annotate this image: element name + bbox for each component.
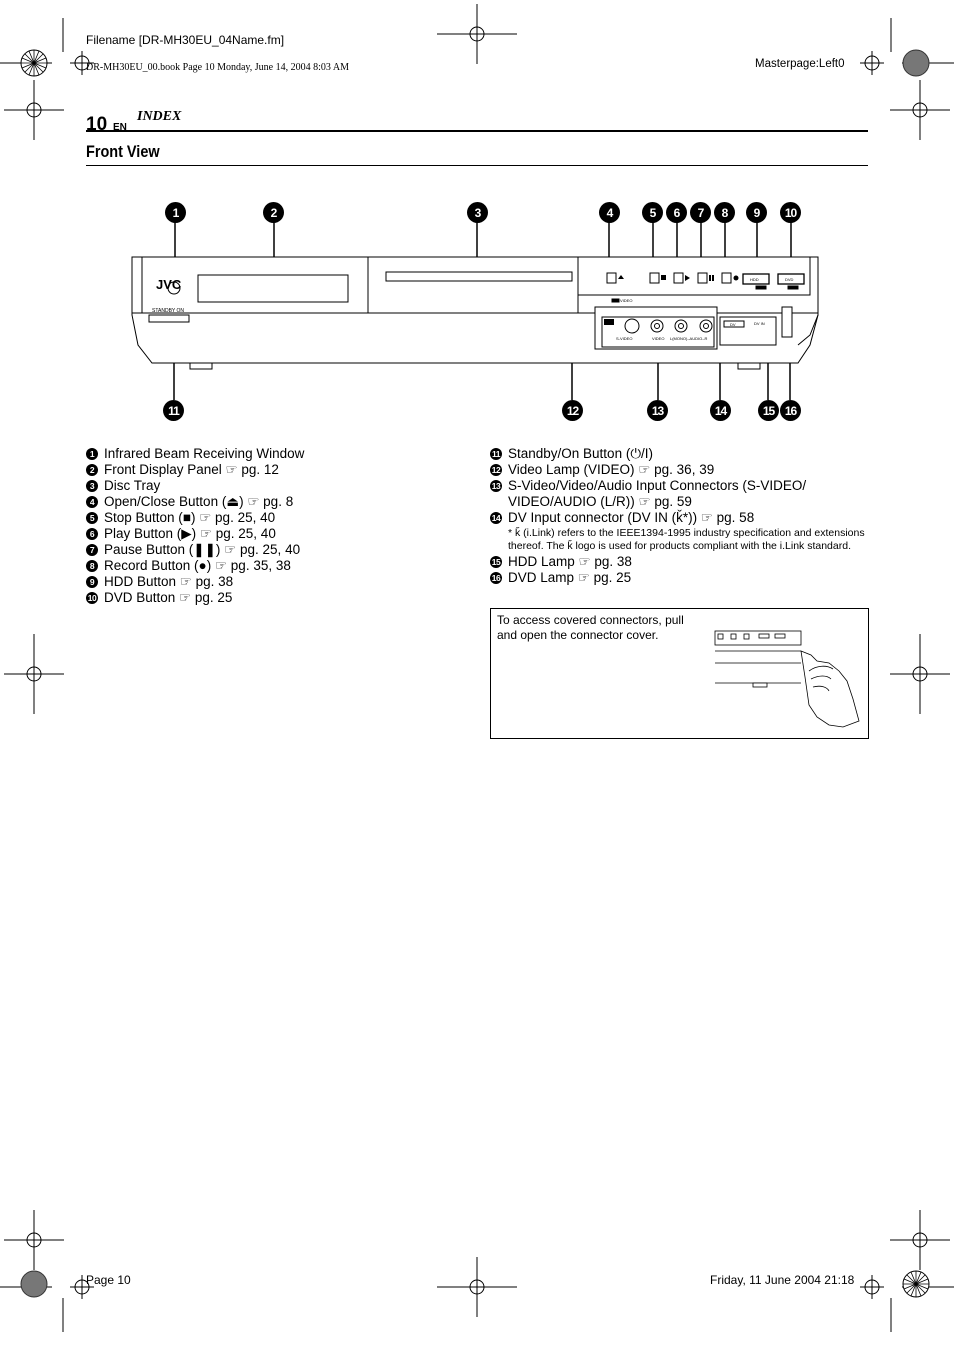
callout-12: 12	[562, 400, 583, 421]
connector-cover-text: To access covered connectors, pull and o…	[497, 613, 684, 642]
callout-14: 14	[710, 400, 731, 421]
ilink-note: * ǩ (i.Link) refers to the IEEE1394-1995…	[508, 527, 865, 552]
index-label: INDEX	[137, 109, 182, 124]
callout-4: 4	[599, 202, 620, 223]
callout-16: 16	[780, 400, 801, 421]
hand-opening-cover-illustration	[714, 630, 860, 728]
callout-15: 15	[758, 400, 779, 421]
svg-text:S-VIDEO: S-VIDEO	[616, 336, 632, 341]
filename-label: Filename [DR-MH30EU_04Name.fm]	[86, 33, 285, 47]
svg-text:DV IN: DV IN	[754, 321, 765, 326]
svg-text:VIDEO: VIDEO	[652, 336, 664, 341]
section-rule	[86, 165, 868, 166]
callout-1: 1	[165, 202, 186, 223]
svg-text:L(MONO)–AUDIO–R: L(MONO)–AUDIO–R	[670, 336, 707, 341]
callout-8: 8	[714, 202, 735, 223]
callout-13: 13	[647, 400, 668, 421]
brand-logo: JVC	[156, 277, 182, 292]
connector-cover-box: To access covered connectors, pull and o…	[490, 608, 869, 739]
footer-page: Page 10	[86, 1273, 131, 1287]
callout-5: 5	[642, 202, 663, 223]
section-title: Front View	[86, 142, 160, 161]
callout-9: 9	[746, 202, 767, 223]
lang-label: EN	[113, 122, 127, 133]
callout-6: 6	[666, 202, 687, 223]
page-number: 10	[86, 114, 108, 135]
book-line: DR-MH30EU_00.book Page 10 Monday, June 1…	[86, 62, 349, 73]
svg-text:DV: DV	[730, 322, 736, 327]
callout-7: 7	[690, 202, 711, 223]
svg-text:HDD: HDD	[750, 277, 759, 282]
svg-text:DVD: DVD	[785, 277, 794, 282]
masterpage-label: Masterpage:Left0	[755, 58, 845, 70]
svg-text:VIDEO: VIDEO	[620, 298, 632, 303]
front-view-diagram: JVC STANDBY ON VIDEO S-VIDEO VIDEO L(MON…	[131, 222, 819, 400]
header-rule	[86, 130, 868, 132]
svg-text:STANDBY ON: STANDBY ON	[152, 308, 184, 314]
footer-date: Friday, 11 June 2004 21:18	[710, 1273, 855, 1287]
callout-10: 10	[780, 202, 801, 223]
callout-2: 2	[263, 202, 284, 223]
callout-3: 3	[467, 202, 488, 223]
callout-11: 11	[163, 400, 184, 421]
